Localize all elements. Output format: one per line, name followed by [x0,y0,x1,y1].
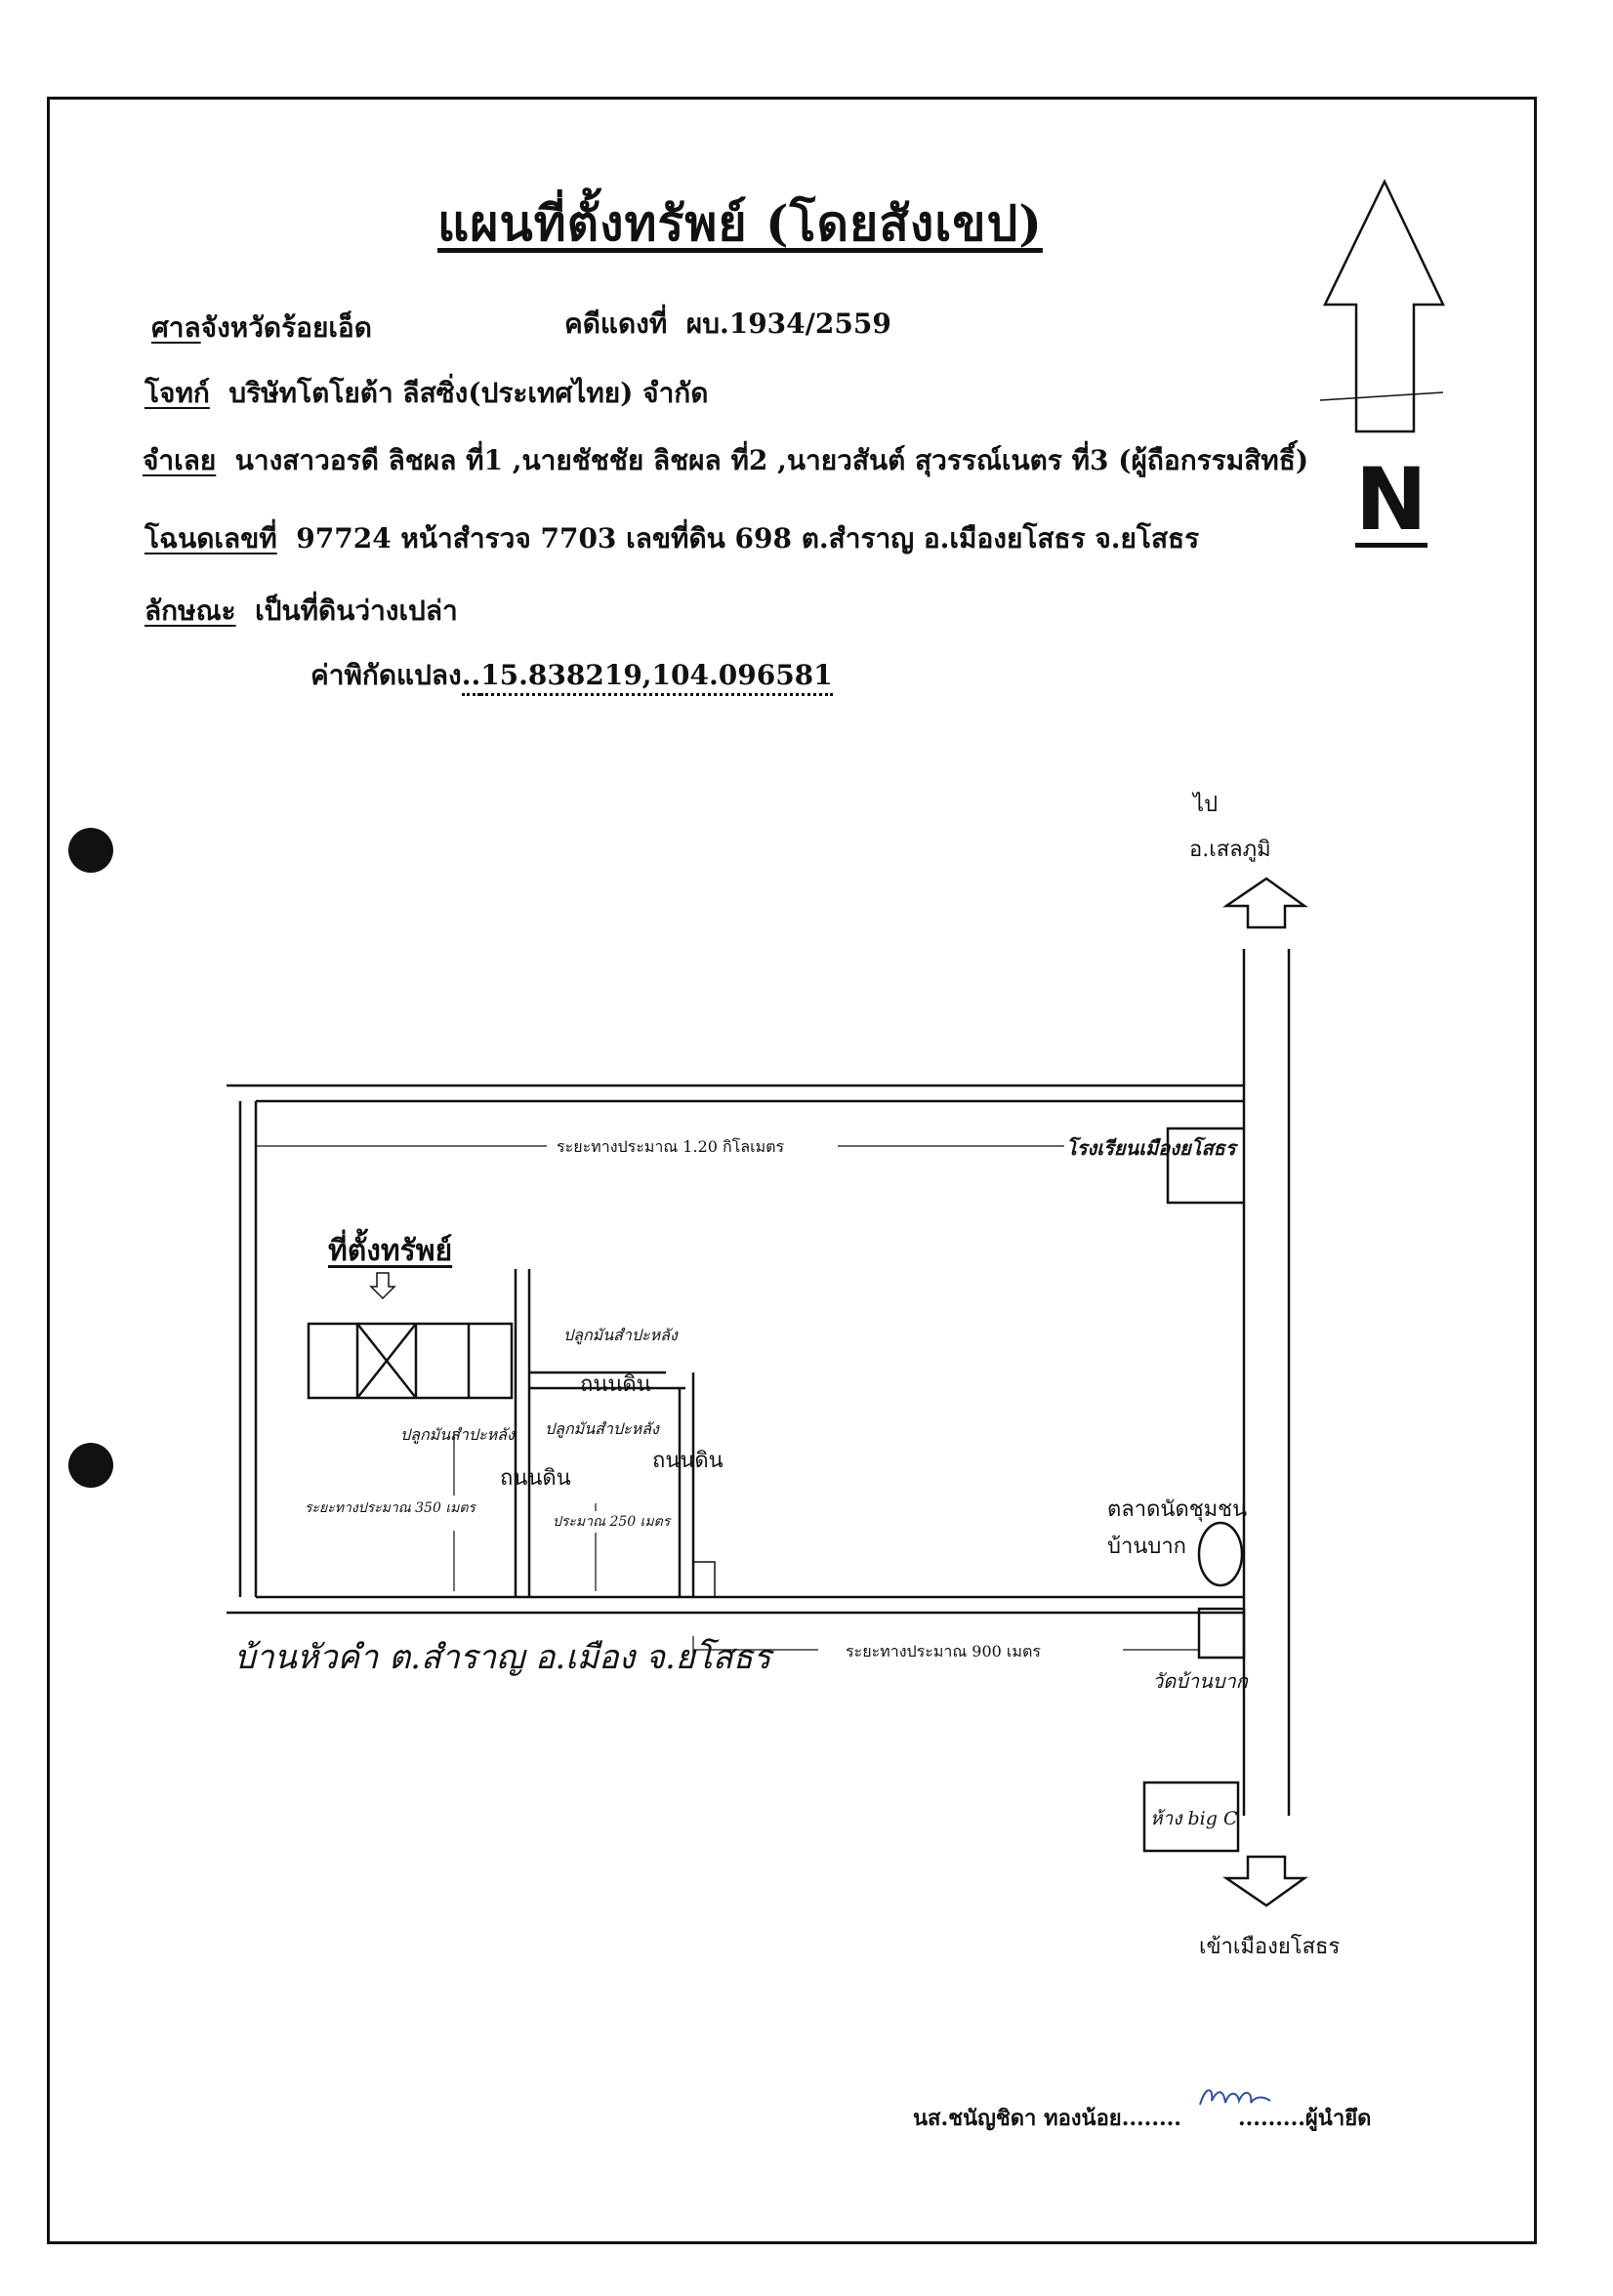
arrow-down-icon [1221,1855,1308,1907]
coordinates-leader-dots: .. [461,659,481,696]
map-label-dirt-road-1: ถนนดิน [580,1373,651,1397]
school-box [1166,1127,1244,1205]
map-label-village: บ้านหัวคำ ต.สำราญ อ.เมือง จ.ยโสธร [234,1638,771,1677]
coordinates-line: ค่าพิกัดแปลง..15.838219,104.096581 [310,654,833,697]
map-label-dirt-road-3: ถนนดิน [652,1449,724,1473]
coordinates-label: ค่าพิกัดแปลง [310,659,462,691]
court-value: จังหวัดร้อยเอ็ด [200,311,372,344]
deed-line: โฉนดเลขที่ 97724 หน้าสำรวจ 7703 เลขที่ดิ… [145,517,1199,560]
defendant-line: จำเลย นางสาวอรดี ลิชผล ที่1 ,นายชัชชัย ล… [143,439,1308,482]
map-label-to-top-2: อ.เสลภูมิ [1189,838,1271,862]
map-label-to-bottom: เข้าเมืองยโสธร [1199,1935,1341,1959]
case-label: คดีแดงที่ [564,308,668,340]
defendant-value: นางสาวอรดี ลิชผล ที่1 ,นายชัชชัย ลิชผล ท… [234,444,1309,476]
map-label-temple: วัดบ้านบาก [1152,1669,1248,1693]
north-arrow-icon [1323,179,1445,433]
north-letter: N [1355,449,1427,550]
punch-hole-bottom [68,1443,113,1488]
deed-label: โฉนดเลขที่ [145,522,277,554]
arrow-up-icon [1221,877,1308,929]
plaintiff-value: บริษัทโตโยต้า ลีสซิ่ง(ประเทศไทย) จำกัด [228,377,709,409]
defendant-label: จำเลย [143,444,217,476]
map-label-to-top-1: ไป [1193,793,1219,817]
footer-dots-1: ........ [1121,2106,1181,2131]
temple-box [1197,1607,1246,1660]
footer-dots-2: ......... [1237,2106,1305,2131]
page-title: แผนที่ตั้งทรัพย์ (โดยสังเขป) [437,194,1043,252]
map-label-dirt-road-2: ถนนดิน [500,1466,571,1491]
north-arrow-crossline [1319,391,1444,401]
map-label-cassava-1: ปลูกมันสำปะหลัง [563,1326,678,1344]
map-label-mall: ห้าง big C [1150,1808,1238,1829]
property-location-label: ที่ตั้งทรัพย์ [328,1234,453,1268]
punch-hole-top [68,828,113,873]
map-label-market-1: ตลาดนัดชุมชน [1107,1497,1248,1522]
footer-name: นส.ชนัญชิดา ทองน้อย [913,2106,1122,2131]
character-value: เป็นที่ดินว่างเปล่า [255,594,458,627]
property-plot-cross-2 [356,1323,417,1399]
footer-role: ผู้นำยึด [1304,2106,1372,2131]
property-plot-row [307,1322,514,1400]
plaintiff-line: โจทก์ บริษัทโตโยต้า ลีสซิ่ง(ประเทศไทย) จ… [145,372,708,415]
court-label: ศาล [151,311,201,344]
page-frame [47,97,1537,2244]
case-line: คดีแดงที่ ผบ.1934/2559 [564,303,891,346]
mall-box [1142,1781,1240,1853]
property-pointer-icon [369,1272,396,1300]
character-label: ลักษณะ [145,594,236,627]
map-label-school: โรงเรียนเมืองยโสธร [1066,1136,1236,1160]
deed-value: 97724 หน้าสำรวจ 7703 เลขที่ดิน 698 ต.สำร… [296,522,1200,554]
handwritten-signature-icon [1199,2089,1271,2106]
small-corner-box [692,1561,716,1598]
case-value: ผบ.1934/2559 [685,308,891,340]
market-icon [1197,1521,1244,1587]
map-label-dist-350: ระยะทางประมาณ 350 เมตร [305,1500,476,1516]
map-label-dist-school: ระยะทางประมาณ 1.20 กิโลเมตร [557,1137,785,1156]
map-label-dist-900: ระยะทางประมาณ 900 เมตร [846,1642,1041,1660]
map-label-cassava-2: ปลูกมันสำปะหลัง [400,1425,515,1444]
coordinates-value: 15.838219,104.096581 [480,659,833,696]
map-label-dist-250: ประมาณ 250 เมตร [553,1514,671,1530]
character-line: ลักษณะ เป็นที่ดินว่างเปล่า [145,590,458,633]
map-label-cassava-3: ปลูกมันสำปะหลัง [545,1419,659,1438]
plaintiff-label: โจทก์ [145,377,210,409]
footer-signature-line: นส.ชนัญชิดา ทองน้อย.................ผู้น… [913,2101,1371,2135]
map-label-market-2: บ้านบาก [1107,1535,1186,1559]
court-line: ศาลจังหวัดร้อยเอ็ด [151,307,372,349]
